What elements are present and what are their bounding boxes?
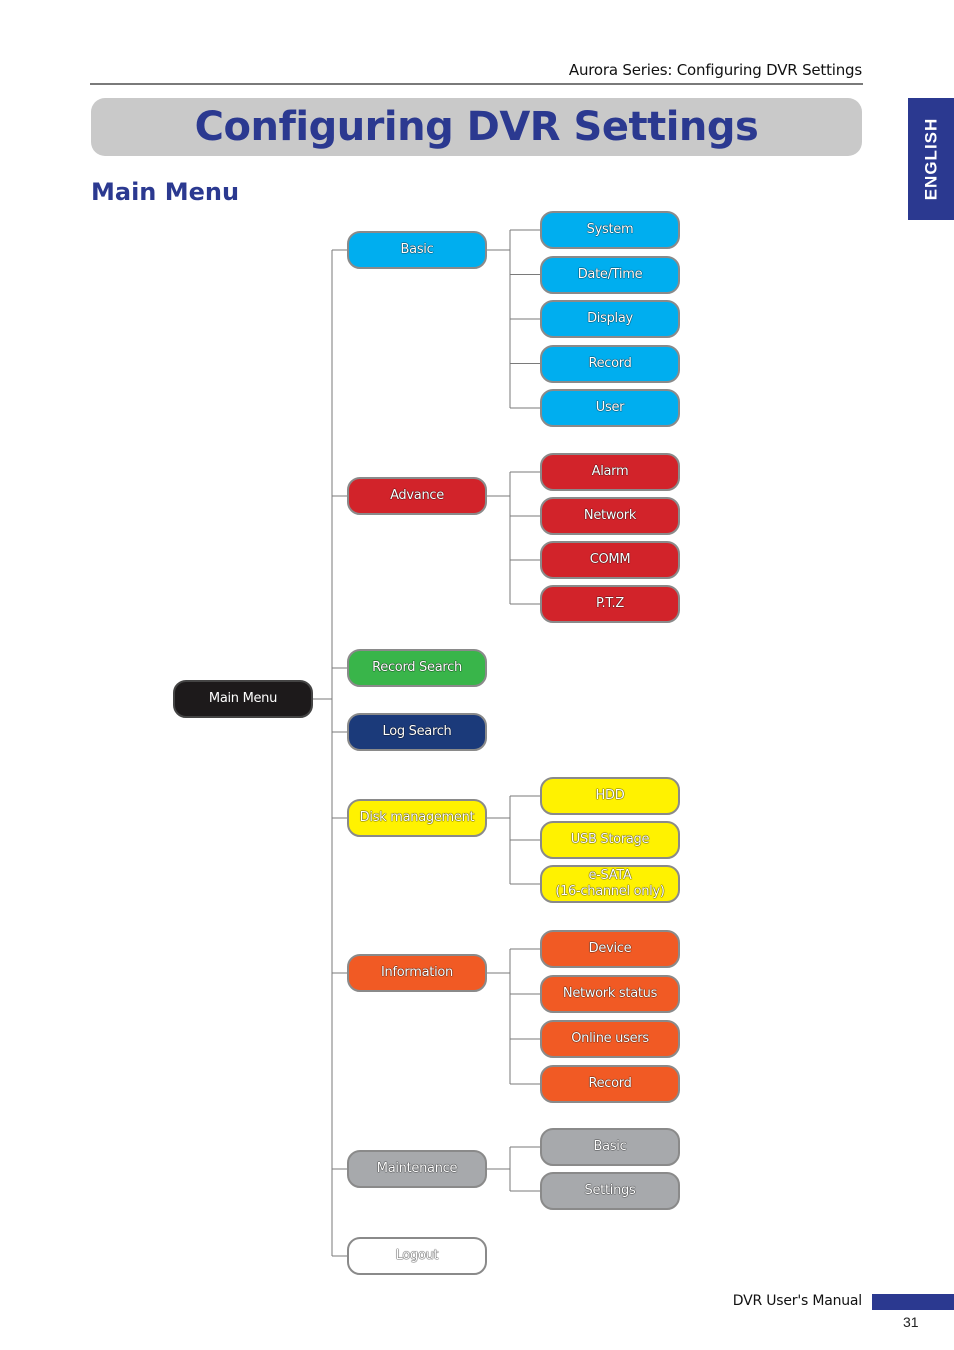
submenu-information-online-users[interactable]: Online users	[540, 1020, 680, 1058]
category-disk-management[interactable]: Disk management	[347, 799, 487, 837]
title-banner: Configuring DVR Settings	[91, 98, 862, 156]
submenu-information-device[interactable]: Device	[540, 930, 680, 968]
submenu-advance-p-t-z[interactable]: P.T.Z	[540, 585, 680, 623]
submenu-advance-network[interactable]: Network	[540, 497, 680, 535]
category-log-search[interactable]: Log Search	[347, 713, 487, 751]
footer-manual-title: DVR User's Manual	[732, 1293, 862, 1309]
section-heading: Main Menu	[91, 178, 240, 206]
running-header: Aurora Series: Configuring DVR Settings	[568, 61, 862, 79]
category-basic[interactable]: Basic	[347, 231, 487, 269]
category-record-search[interactable]: Record Search	[347, 649, 487, 687]
header-rule	[90, 83, 863, 85]
language-tab: ENGLISH	[908, 98, 954, 220]
submenu-disk-management-e-sata-16-channel-only[interactable]: e-SATA (16-channel only)	[540, 865, 680, 903]
category-logout[interactable]: Logout	[347, 1237, 487, 1275]
submenu-maintenance-basic[interactable]: Basic	[540, 1128, 680, 1166]
submenu-disk-management-hdd[interactable]: HDD	[540, 777, 680, 815]
page-title: Configuring DVR Settings	[194, 104, 759, 150]
submenu-maintenance-settings[interactable]: Settings	[540, 1172, 680, 1210]
submenu-advance-alarm[interactable]: Alarm	[540, 453, 680, 491]
submenu-information-network-status[interactable]: Network status	[540, 975, 680, 1013]
page-number: 31	[903, 1314, 919, 1330]
submenu-basic-display[interactable]: Display	[540, 300, 680, 338]
submenu-basic-system[interactable]: System	[540, 211, 680, 249]
category-maintenance[interactable]: Maintenance	[347, 1150, 487, 1188]
submenu-disk-management-usb-storage[interactable]: USB Storage	[540, 821, 680, 859]
submenu-basic-record[interactable]: Record	[540, 344, 680, 383]
submenu-basic-date-time[interactable]: Date/Time	[540, 255, 680, 294]
footer-bar	[872, 1294, 954, 1310]
submenu-advance-comm[interactable]: COMM	[540, 541, 680, 579]
category-information[interactable]: Information	[347, 954, 487, 992]
category-advance[interactable]: Advance	[347, 477, 487, 515]
submenu-basic-user[interactable]: User	[540, 389, 680, 427]
main-menu-node[interactable]: Main Menu	[173, 680, 313, 718]
submenu-information-record[interactable]: Record	[540, 1065, 680, 1103]
